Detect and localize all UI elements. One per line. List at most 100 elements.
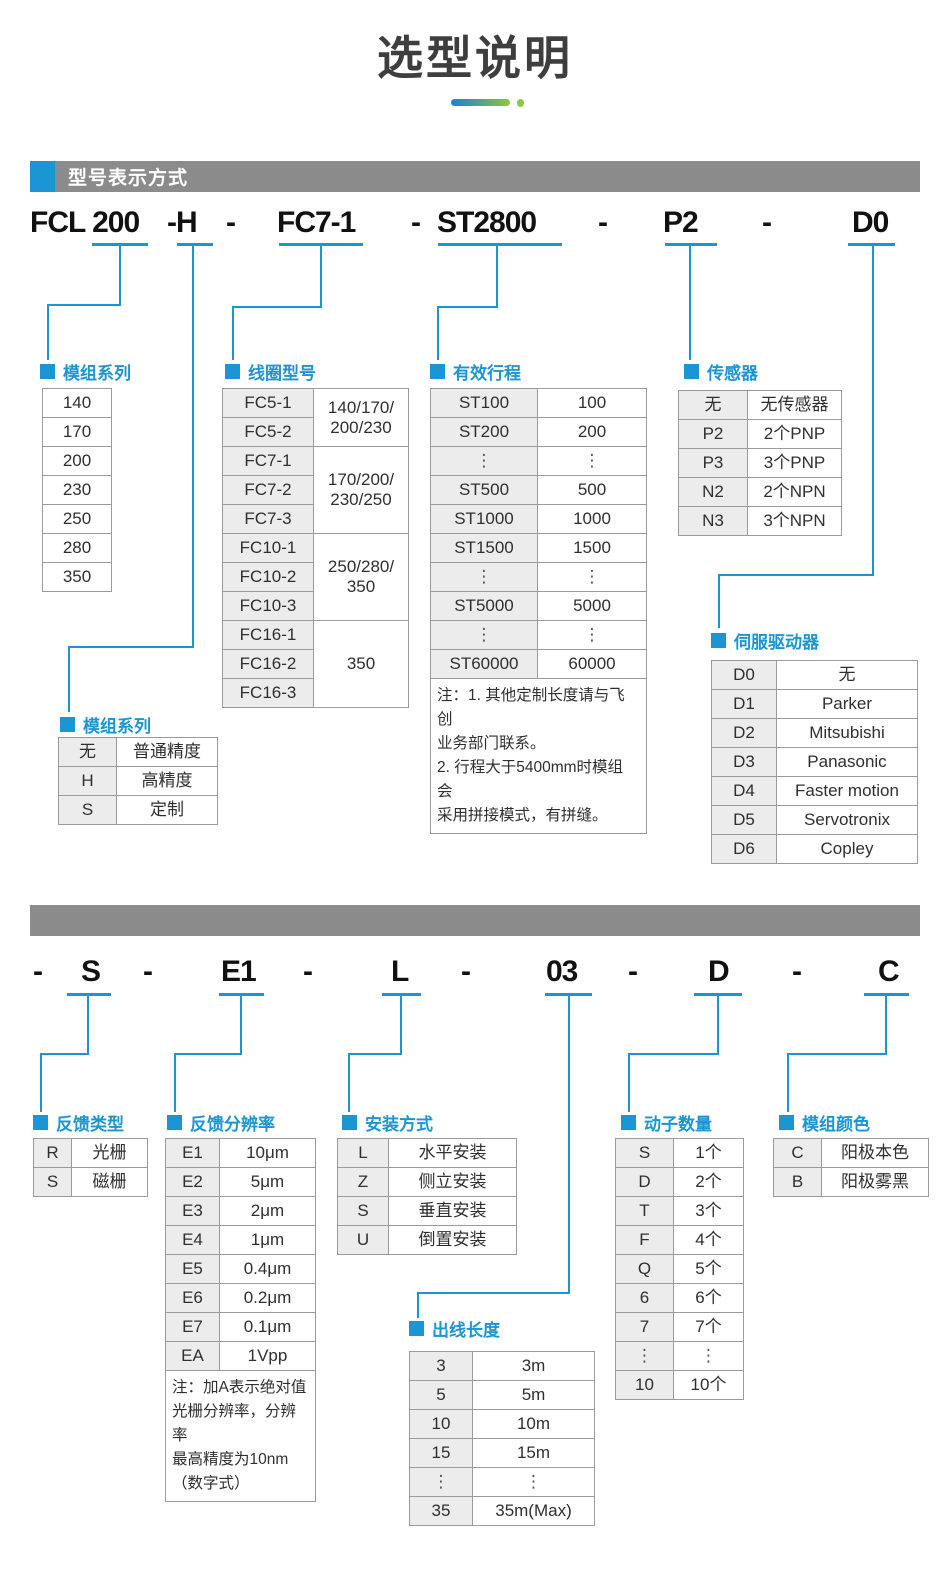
group-header-label: 有效行程 [453, 364, 521, 383]
table-cell: Z [337, 1167, 389, 1197]
model1-part-coil: FC7-1 [277, 206, 356, 239]
table-cell: Mitsubishi [776, 718, 918, 748]
table-cell: 6个 [673, 1283, 744, 1313]
table-cell: 250/280/ 350 [313, 533, 409, 621]
model1-part-driver: D0 [852, 206, 889, 239]
table-cell: 垂直安装 [388, 1196, 517, 1226]
table-row: 注：加A表示绝对值 光栅分辨率，分辨率 最高精度为10nm （数字式） [165, 1369, 316, 1503]
table-row: FC10-2 [222, 562, 409, 592]
table-cell: 280 [42, 533, 112, 563]
table-cell: ⋮ [472, 1467, 595, 1497]
table-cell: F [615, 1225, 674, 1255]
group-header-label: 模组系列 [83, 717, 151, 736]
connector-line [119, 246, 121, 304]
title-divider-dash [451, 99, 510, 106]
connector-line [628, 1053, 719, 1055]
connector-underline [92, 243, 148, 246]
table-cell: FC7-1 [222, 446, 314, 476]
group-header-cable-length: 出线长度 [409, 1316, 500, 1341]
table-cell: ST200 [430, 417, 538, 447]
header-square-icon [409, 1321, 424, 1336]
table-cell: H [58, 766, 117, 796]
model2-dash: - [303, 955, 313, 988]
table-cell: ⋮ [537, 446, 647, 476]
connector-underline [864, 993, 909, 996]
table-row: 140 [42, 388, 112, 418]
table-cell: 磁栅 [71, 1167, 148, 1197]
table-row: 250 [42, 504, 112, 534]
table-cell: 无 [58, 737, 117, 767]
connector-line [628, 1055, 630, 1112]
table-cell: ⋮ [409, 1467, 473, 1497]
connector-line [232, 308, 234, 360]
table-cell: 0.2μm [219, 1283, 316, 1313]
table-row: ⋮⋮ [615, 1341, 744, 1371]
connector-underline [545, 993, 592, 996]
table-cell: 230 [42, 475, 112, 505]
table-cell: 1500 [537, 533, 647, 563]
table-cell: Panasonic [776, 747, 918, 777]
table-cell: 5m [472, 1380, 595, 1410]
connector-line [417, 1292, 570, 1294]
connector-line [689, 246, 691, 360]
connector-line [885, 996, 887, 1053]
header-square-icon [711, 633, 726, 648]
table-row: 350 [42, 562, 112, 592]
table-cell: 无 [776, 660, 918, 690]
table-cell: ⋮ [430, 446, 538, 476]
model2-dash: - [143, 955, 153, 988]
group-header-servo-driver: 伺服驱动器 [711, 628, 819, 653]
table-cell: 0.4μm [219, 1254, 316, 1284]
table-cell: E5 [165, 1254, 220, 1284]
table-cell: 5个 [673, 1254, 744, 1284]
bar-accent-square [30, 161, 55, 192]
table-cell: Copley [776, 834, 918, 864]
table-cell: 定制 [116, 795, 218, 825]
connector-line [787, 1053, 887, 1055]
model1-part-precision: -H [167, 206, 198, 239]
table-cell: 10 [615, 1370, 674, 1400]
table-cell: ST5000 [430, 591, 538, 621]
connector-line [718, 574, 874, 576]
table-row: 200 [42, 446, 112, 476]
table-cell: ⋮ [537, 562, 647, 592]
section1-header-bar: 型号表示方式 [30, 161, 920, 192]
table-cell: FC16-2 [222, 649, 314, 679]
group-header-mounting: 安装方式 [342, 1110, 433, 1135]
group-header-mover-count: 动子数量 [621, 1110, 712, 1135]
group-header-precision: 模组系列 [60, 712, 151, 737]
model2-dash: - [628, 955, 638, 988]
title-divider-dot [517, 99, 524, 107]
connector-line [232, 306, 322, 308]
table-cell: 60000 [537, 649, 647, 679]
connector-line [437, 308, 439, 360]
table-cell: 5 [409, 1380, 473, 1410]
header-square-icon [33, 1115, 48, 1130]
group-header-module-color: 模组颜色 [779, 1110, 870, 1135]
table-cell: P3 [678, 448, 748, 478]
model1-part-sensor: P2 [663, 206, 699, 239]
group-header-label: 出线长度 [432, 1321, 500, 1340]
table-cell: 10 [409, 1409, 473, 1439]
table-cell: 140/170/ 200/230 [313, 388, 409, 447]
